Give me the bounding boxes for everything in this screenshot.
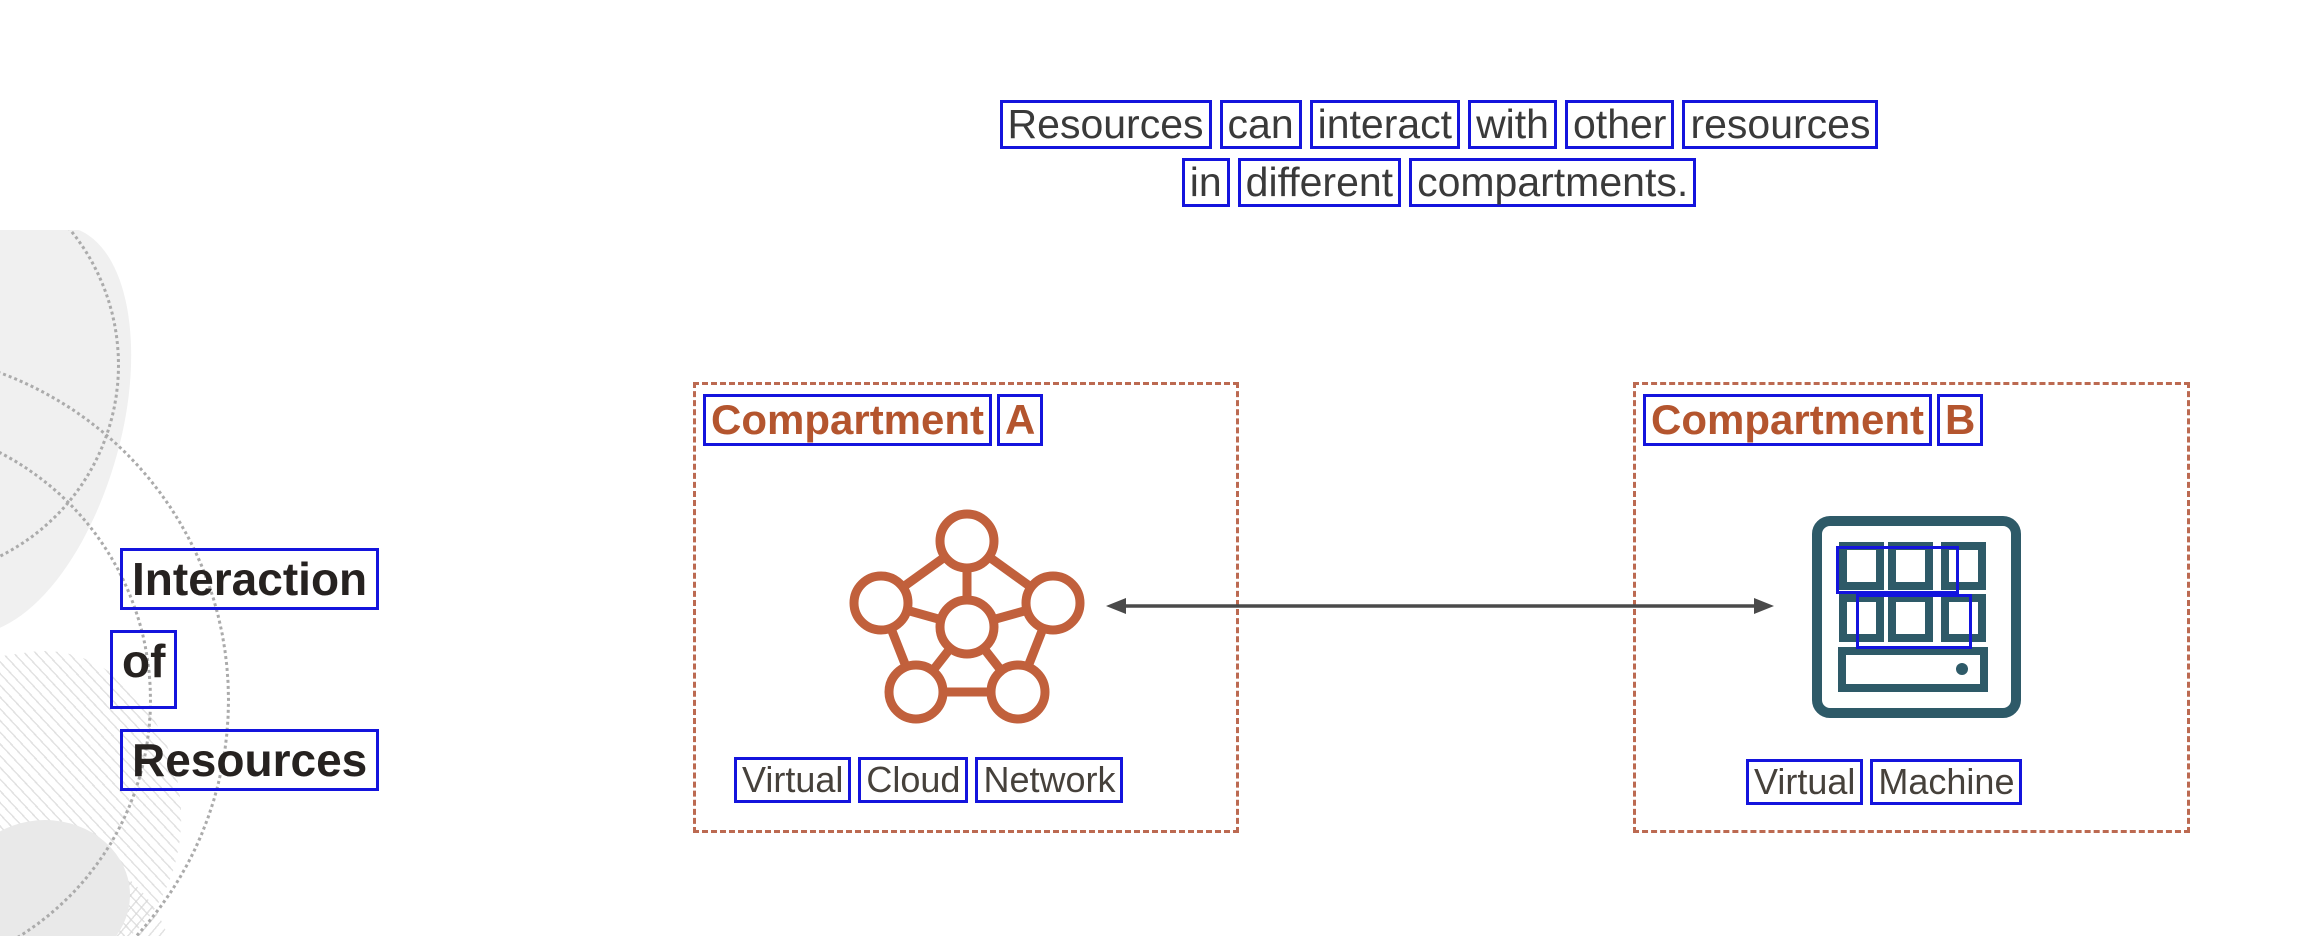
ocr-detection-box	[1836, 546, 1959, 594]
ocr-word-box: interact	[1309, 100, 1461, 149]
ocr-word-box: Interaction	[120, 548, 380, 610]
compartment-b-label: Compartment B	[1643, 394, 1984, 447]
ocr-word-box: Network	[975, 757, 1124, 803]
ocr-word-box: Machine	[1870, 759, 2023, 805]
compartment-a-label: Compartment A	[703, 394, 1044, 447]
ocr-word-box: Virtual	[1746, 759, 1864, 805]
ocr-word-box: A	[997, 394, 1044, 447]
ocr-word-box: can	[1219, 100, 1302, 149]
ocr-word-box: Virtual	[734, 757, 852, 803]
compartment-a-box: Compartment A Virtual Cloud Network	[693, 382, 1239, 833]
ocr-word-box: of	[110, 630, 178, 709]
ocr-word-box: Resources	[999, 100, 1212, 149]
ocr-word-box: Resources	[120, 729, 380, 791]
ocr-word-box: B	[1937, 394, 1984, 447]
compartment-a-caption: Virtual Cloud Network	[734, 757, 1124, 803]
ocr-word-box: Cloud	[858, 757, 969, 803]
ocr-detection-box	[1856, 594, 1972, 649]
ocr-word-box: different	[1237, 158, 1402, 207]
ocr-word-box: Compartment	[1643, 394, 1933, 447]
slide-title: Interaction of Resources	[110, 548, 380, 791]
decorative-side-pattern	[0, 230, 260, 936]
ocr-word-box: other	[1565, 100, 1675, 149]
bidirectional-arrow	[1106, 598, 1774, 614]
virtual-cloud-network-icon	[849, 509, 1085, 724]
ocr-word-box: in	[1181, 158, 1230, 207]
ocr-word-box: compartments.	[1409, 158, 1697, 207]
ocr-word-box: resources	[1682, 100, 1879, 149]
ocr-word-box: Compartment	[703, 394, 993, 447]
ocr-word-box: with	[1468, 100, 1557, 149]
compartment-b-caption: Virtual Machine	[1746, 759, 2023, 805]
